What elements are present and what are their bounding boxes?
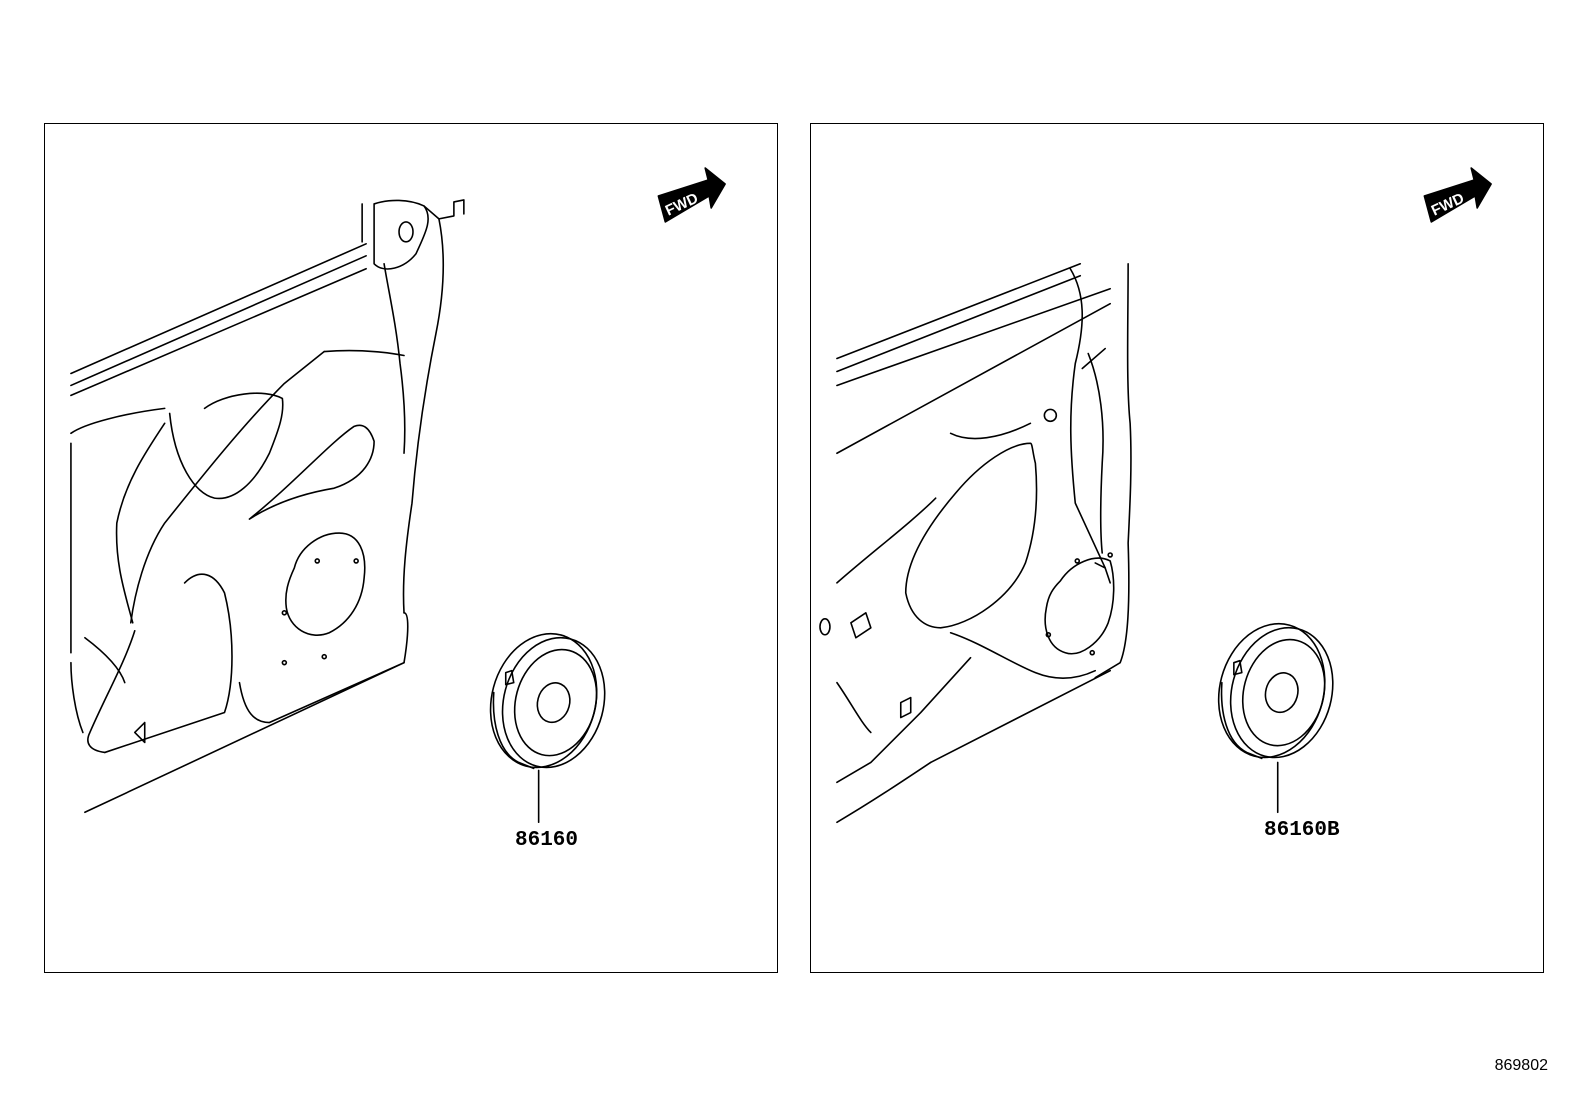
fwd-arrow-icon: [1423, 167, 1492, 223]
speaker-86160b-drawing: [1217, 622, 1334, 760]
rear-door-drawing: [819, 167, 1492, 824]
panel-front-door: FWD 86160: [44, 123, 778, 973]
speaker-86160-drawing: [489, 632, 606, 770]
panel-rear-door: FWD 86160B: [810, 123, 1544, 973]
front-door-drawing: [70, 167, 726, 824]
diagram-reference-number: 869802: [1494, 1057, 1548, 1074]
fwd-arrow-icon: [657, 167, 726, 223]
part-number-label: 86160: [515, 829, 579, 852]
part-number-label: 86160B: [1264, 819, 1340, 842]
